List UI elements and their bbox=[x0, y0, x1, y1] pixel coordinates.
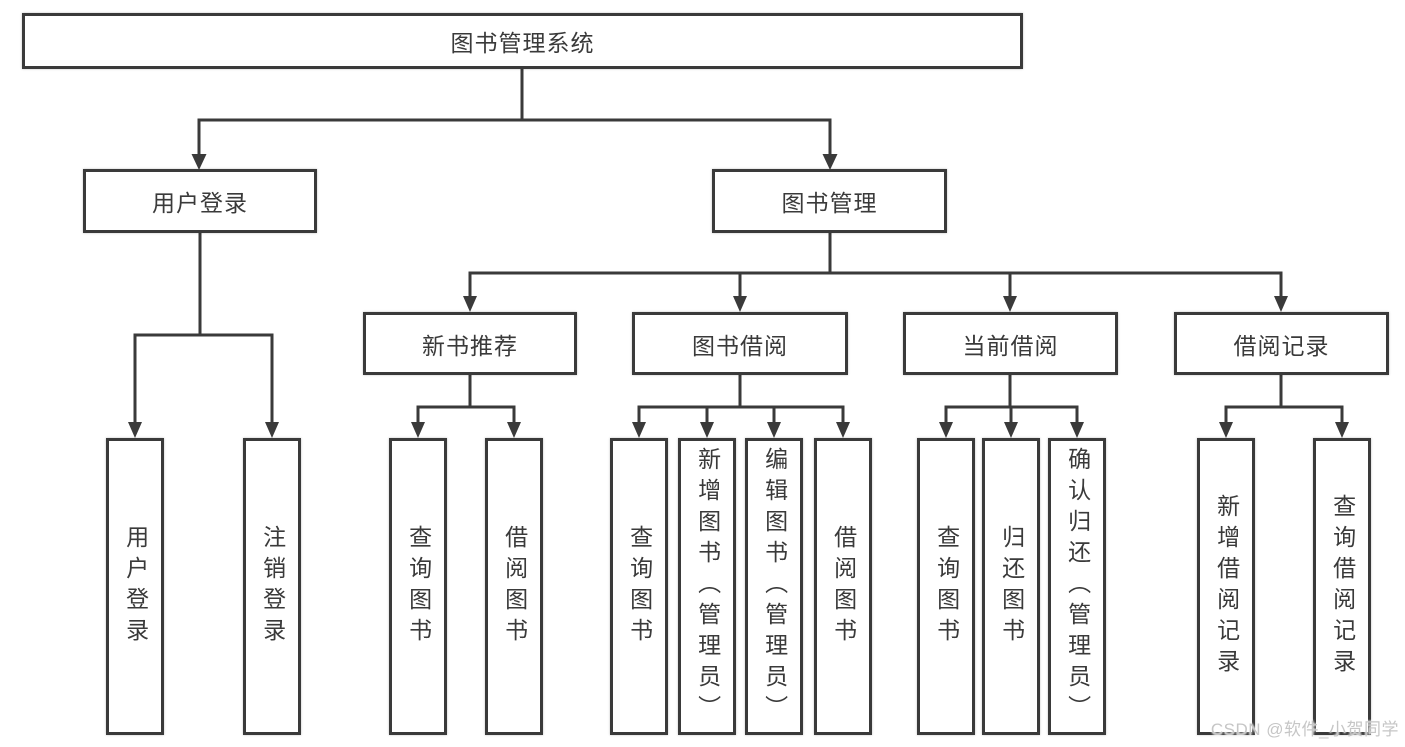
leaf-confirm-return-admin-label: 确认归还（管理员） bbox=[1064, 447, 1091, 726]
node-library-management-system-label: 图书管理系统 bbox=[450, 30, 595, 56]
leaf-query-borrow-record-label: 查询借阅记录 bbox=[1329, 493, 1356, 680]
leaf-add-borrow-record-label: 新增借阅记录 bbox=[1213, 493, 1240, 680]
node-book-borrowing-label: 图书借阅 bbox=[692, 332, 788, 359]
node-book-management: 图书管理 bbox=[712, 169, 947, 233]
leaf-borrow-books-recommend-label: 借阅图书 bbox=[501, 524, 528, 649]
leaf-query-books-current-label: 查询图书 bbox=[933, 524, 960, 649]
leaf-borrow-books-borrowing-label: 借阅图书 bbox=[830, 524, 857, 649]
leaf-add-books-admin-label: 新增图书（管理员） bbox=[694, 447, 721, 726]
leaf-query-books-borrowing: 查询图书 bbox=[610, 438, 668, 735]
node-current-borrowing-label: 当前借阅 bbox=[962, 332, 1059, 359]
leaf-return-books: 归还图书 bbox=[982, 438, 1040, 735]
leaf-edit-books-admin-label: 编辑图书（管理员） bbox=[761, 447, 788, 726]
csdn-watermark: CSDN @软件_小贺同学 bbox=[1210, 720, 1399, 739]
node-new-book-recommendation-label: 新书推荐 bbox=[422, 332, 518, 359]
leaf-query-books-current: 查询图书 bbox=[917, 438, 975, 735]
node-book-borrowing: 图书借阅 bbox=[632, 312, 848, 375]
node-new-book-recommendation: 新书推荐 bbox=[363, 312, 577, 375]
leaf-query-books-recommend: 查询图书 bbox=[389, 438, 447, 735]
leaf-user-login-label: 用户登录 bbox=[122, 524, 149, 649]
leaf-add-books-admin: 新增图书（管理员） bbox=[678, 438, 736, 735]
connector-root-to-level2 bbox=[191, 68, 838, 170]
leaf-logout-label: 注销登录 bbox=[259, 524, 286, 649]
leaf-logout: 注销登录 bbox=[243, 438, 301, 735]
node-book-management-label: 图书管理 bbox=[781, 190, 878, 216]
node-library-management-system: 图书管理系统 bbox=[22, 13, 1023, 69]
connector-book-management-to-level3 bbox=[463, 233, 1288, 312]
leaf-return-books-label: 归还图书 bbox=[998, 524, 1025, 649]
leaf-borrow-books-borrowing: 借阅图书 bbox=[814, 438, 872, 735]
node-current-borrowing: 当前借阅 bbox=[903, 312, 1118, 375]
connector-current-borrowing-to-leaves bbox=[939, 375, 1084, 438]
connector-borrowing-records-to-leaves bbox=[1219, 375, 1349, 438]
leaf-user-login: 用户登录 bbox=[106, 438, 164, 735]
leaf-borrow-books-recommend: 借阅图书 bbox=[485, 438, 543, 735]
leaf-confirm-return-admin: 确认归还（管理员） bbox=[1048, 438, 1106, 735]
leaf-query-borrow-record: 查询借阅记录 bbox=[1313, 438, 1371, 735]
connector-book-borrowing-to-leaves bbox=[632, 375, 850, 438]
leaf-query-books-borrowing-label: 查询图书 bbox=[626, 524, 653, 649]
leaf-edit-books-admin: 编辑图书（管理员） bbox=[745, 438, 803, 735]
leaf-query-books-recommend-label: 查询图书 bbox=[405, 524, 432, 649]
connector-new-book-recommendation-to-leaves bbox=[411, 375, 521, 438]
connector-user-login-to-leaves bbox=[128, 233, 279, 438]
node-borrowing-records-label: 借阅记录 bbox=[1233, 332, 1330, 359]
node-borrowing-records: 借阅记录 bbox=[1174, 312, 1389, 375]
node-user-login: 用户登录 bbox=[83, 169, 317, 233]
node-user-login-label: 用户登录 bbox=[152, 190, 248, 216]
leaf-add-borrow-record: 新增借阅记录 bbox=[1197, 438, 1255, 735]
